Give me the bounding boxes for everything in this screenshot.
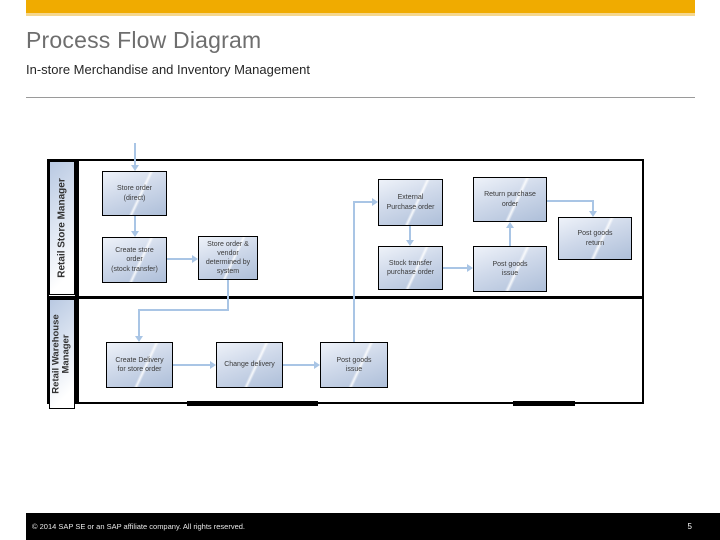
connector-line (167, 258, 192, 260)
connector-line (353, 201, 355, 342)
flow-box-external-purchase-order: External Purchase order (378, 179, 443, 226)
flow-box-store-order-vendor-system: Store order & vendor determined by syste… (198, 236, 258, 280)
lane-label: Retail Store Manager (56, 178, 68, 278)
flow-box-label: Stock transfer purchase order (386, 259, 435, 276)
arrowhead-down-icon (406, 240, 414, 246)
connector-line (138, 309, 229, 311)
flow-box-label: Post goods return (577, 230, 613, 247)
connector-line (134, 143, 136, 166)
flow-box-return-purchase-order: Return purchase order (473, 177, 547, 222)
arrowhead-right-icon (314, 361, 320, 369)
flow-box-create-delivery: Create Delivery for store order (106, 342, 173, 388)
lane-label: Retail Warehouse Manager (50, 314, 72, 394)
flow-box-post-goods-return: Post goods return (558, 217, 632, 260)
flow-box-label: Post goods issue (336, 356, 372, 373)
arrowhead-right-icon (192, 255, 198, 263)
flow-box-label: Store order (direct) (116, 185, 153, 202)
connector-line (592, 200, 594, 212)
copyright-text: © 2014 SAP SE or an SAP affiliate compan… (32, 522, 246, 531)
flow-box-label: Post goods issue (492, 260, 528, 277)
connector-line (509, 228, 511, 246)
arrowhead-down-icon (131, 165, 139, 171)
connector-line (138, 309, 140, 337)
lane-retail-store-manager: Retail Store Manager (49, 161, 75, 295)
flow-box-store-order-direct: Store order (direct) (102, 171, 167, 216)
connector-line (409, 226, 411, 241)
frame-bottom-segment (187, 401, 318, 406)
flow-box-label: Create store order (stock transfer) (111, 247, 158, 273)
arrowhead-down-icon (135, 336, 143, 342)
flow-box-label: External Purchase order (386, 194, 435, 211)
connector-line (134, 216, 136, 232)
flow-box-label: Return purchase order (484, 191, 536, 208)
flow-box-change-delivery: Change delivery (216, 342, 283, 388)
flow-box-label: Change delivery (224, 361, 275, 369)
frame-bottom-segment (513, 401, 575, 406)
footer-bar: © 2014 SAP SE or an SAP affiliate compan… (26, 513, 720, 540)
connector-line (173, 364, 211, 366)
arrowhead-down-icon (589, 211, 597, 217)
connector-line (353, 201, 373, 203)
connector-line (443, 267, 467, 269)
lane-label-divider (75, 161, 79, 402)
accent-bar (26, 0, 695, 16)
connector-line (283, 364, 315, 366)
flow-box-post-goods-issue-store: Post goods issue (473, 246, 547, 292)
connector-line (547, 200, 594, 202)
arrowhead-down-icon (131, 231, 139, 237)
connector-line (227, 280, 229, 311)
lane-retail-warehouse-manager: Retail Warehouse Manager (49, 299, 75, 409)
flow-box-post-goods-issue-warehouse: Post goods issue (320, 342, 388, 388)
arrowhead-right-icon (372, 198, 378, 206)
flow-box-stock-transfer-purchase-order: Stock transfer purchase order (378, 246, 443, 290)
flow-box-label: Store order & vendor determined by syste… (205, 240, 251, 276)
header-divider (26, 97, 695, 98)
page-subtitle: In-store Merchandise and Inventory Manag… (26, 62, 310, 77)
lane-separator (49, 296, 644, 299)
page-number: 5 (687, 522, 692, 531)
arrowhead-right-icon (210, 361, 216, 369)
arrowhead-up-icon (506, 222, 514, 228)
flow-box-label: Create Delivery for store order (115, 356, 164, 373)
page-title: Process Flow Diagram (26, 27, 262, 53)
flow-box-create-store-order: Create store order (stock transfer) (102, 237, 167, 283)
arrowhead-right-icon (467, 264, 473, 272)
